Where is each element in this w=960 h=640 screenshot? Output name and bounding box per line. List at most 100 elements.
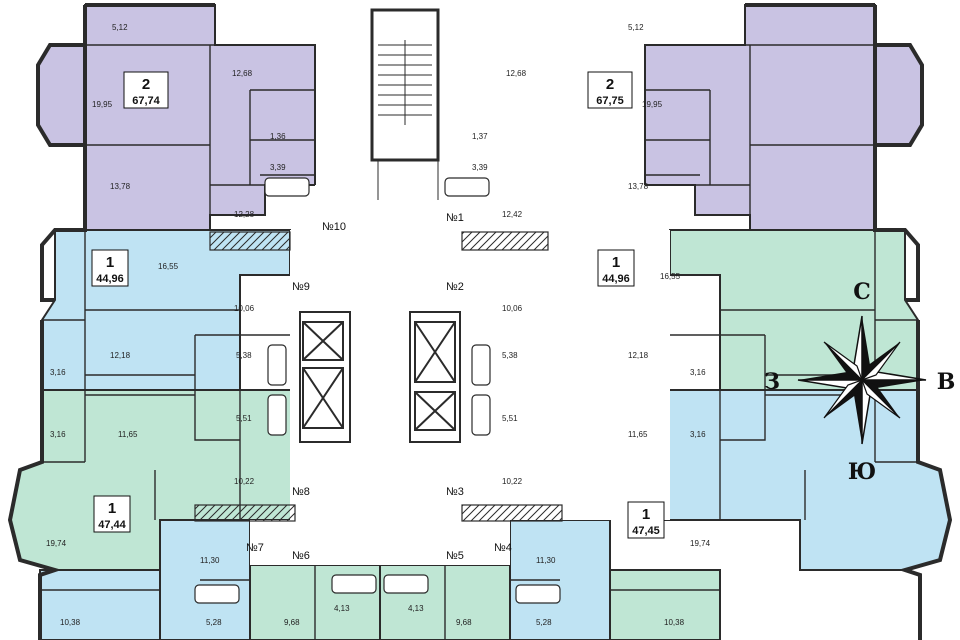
room-area-labels: 5,12 12,68 19,95 1,36 3,39 13,78 12,28 5… <box>46 23 711 627</box>
room-area: 13,78 <box>628 182 649 191</box>
room-area: 19,74 <box>690 539 711 548</box>
apt-total-en: 44,96 <box>602 273 630 285</box>
apt-rooms-en: 1 <box>612 254 620 271</box>
partitions-south <box>40 520 720 640</box>
room-area: 3,16 <box>50 430 66 439</box>
room-area: 13,78 <box>110 182 131 191</box>
partitions-wn <box>42 230 290 390</box>
outer-wall-ne <box>745 3 924 302</box>
room-area: 10,22 <box>502 477 523 486</box>
apt-rooms-ne: 2 <box>606 76 614 93</box>
room-area: 12,68 <box>232 69 253 78</box>
compass-rose: С Ю З В <box>764 279 955 485</box>
room-area: 9,68 <box>456 618 472 627</box>
apt-label-box-en <box>597 249 635 287</box>
room-area: 5,12 <box>112 23 128 32</box>
room-area: 4,13 <box>334 604 350 613</box>
room-area: 1,36 <box>270 132 286 141</box>
room-area: 16,55 <box>158 262 179 271</box>
partitions-en <box>670 230 918 390</box>
room-area: 19,95 <box>642 100 663 109</box>
flat-no-10: №10 <box>322 221 346 233</box>
flat-no-4: №4 <box>494 542 512 554</box>
loggia-3 <box>194 504 296 522</box>
loggia-1 <box>209 231 291 251</box>
room-area: 10,38 <box>60 618 81 627</box>
room-area: 3,39 <box>270 163 286 172</box>
room-area: 5,12 <box>628 23 644 32</box>
compass-star-icon <box>797 315 927 445</box>
partitions-nw <box>85 5 315 230</box>
flat-no-2: №2 <box>446 281 464 293</box>
apartment-sw-bottom[interactable] <box>39 569 161 640</box>
flat-number-labels: №10 №1 №9 №2 №8 №3 №7 №6 №5 №4 <box>246 212 512 562</box>
apt-label-box-nw <box>123 71 169 109</box>
flat-no-9: №9 <box>292 281 310 293</box>
loggia-2 <box>461 231 549 251</box>
room-area: 12,18 <box>628 351 649 360</box>
apt-label-box-ws <box>93 495 131 533</box>
apt-rooms-nw: 2 <box>142 76 150 93</box>
room-area: 5,38 <box>236 351 252 360</box>
compass-west-label: З <box>764 369 780 395</box>
compass-north-label: С <box>853 279 871 305</box>
room-area: 5,51 <box>502 414 518 423</box>
bathtubs <box>194 177 561 604</box>
apartment-se-bottom[interactable] <box>609 569 721 640</box>
apt-total-nw: 67,74 <box>132 95 160 107</box>
room-area: 11,65 <box>628 430 648 439</box>
flat-no-5: №5 <box>446 550 464 562</box>
partitions-es <box>719 390 918 520</box>
apt-total-es: 47,45 <box>632 525 660 537</box>
room-area: 10,06 <box>502 304 523 313</box>
partitions-ws <box>42 390 241 520</box>
room-area: 12,68 <box>506 69 527 78</box>
room-area: 11,65 <box>118 430 138 439</box>
apt-rooms-es: 1 <box>642 506 650 523</box>
apt-total-ws: 47,44 <box>98 519 126 531</box>
room-area: 10,22 <box>234 477 255 486</box>
compass-south-label: Ю <box>848 459 876 485</box>
compass-east-label: В <box>937 369 956 395</box>
room-area: 9,68 <box>284 618 300 627</box>
flat-no-1: №1 <box>446 212 464 224</box>
elevator-shafts <box>299 311 461 443</box>
partitions-ne <box>645 5 875 230</box>
room-area: 11,30 <box>200 556 220 565</box>
room-area: 5,51 <box>236 414 252 423</box>
room-area: 10,38 <box>664 618 685 627</box>
room-area: 3,16 <box>690 430 706 439</box>
outer-wall-nw <box>36 3 215 302</box>
room-area: 5,38 <box>502 351 518 360</box>
apartment-ne[interactable] <box>644 4 923 231</box>
apt-rooms-wn: 1 <box>106 254 114 271</box>
room-area: 12,28 <box>234 210 255 219</box>
outer-wall-w <box>7 320 62 640</box>
flat-no-6: №6 <box>292 550 310 562</box>
room-area: 12,42 <box>502 210 523 219</box>
room-area: 1,37 <box>472 132 488 141</box>
flat-no-7: №7 <box>246 542 264 554</box>
apt-label-box-ne <box>587 71 633 109</box>
room-area: 10,06 <box>234 304 255 313</box>
apt-rooms-ws: 1 <box>108 500 116 517</box>
outer-wall-e <box>898 320 953 640</box>
room-area: 3,16 <box>690 368 706 377</box>
apt-label-box-wn <box>91 249 129 287</box>
room-area: 12,18 <box>110 351 131 360</box>
flat-no-8: №8 <box>292 486 310 498</box>
apt-total-wn: 44,96 <box>96 273 124 285</box>
stair-steps <box>377 40 439 200</box>
room-area: 5,28 <box>536 618 552 627</box>
room-area: 3,16 <box>50 368 66 377</box>
room-area: 11,30 <box>536 556 556 565</box>
apt-label-box-es <box>627 501 665 539</box>
apt-total-ne: 67,75 <box>596 95 624 107</box>
room-area: 19,95 <box>92 100 113 109</box>
room-area: 3,39 <box>472 163 488 172</box>
room-area: 4,13 <box>408 604 424 613</box>
loggia-4 <box>461 504 563 522</box>
apartment-labels: 2 67,74 2 67,75 1 44,96 1 44,96 1 47,44 … <box>91 71 665 539</box>
room-area: 16,55 <box>660 272 681 281</box>
